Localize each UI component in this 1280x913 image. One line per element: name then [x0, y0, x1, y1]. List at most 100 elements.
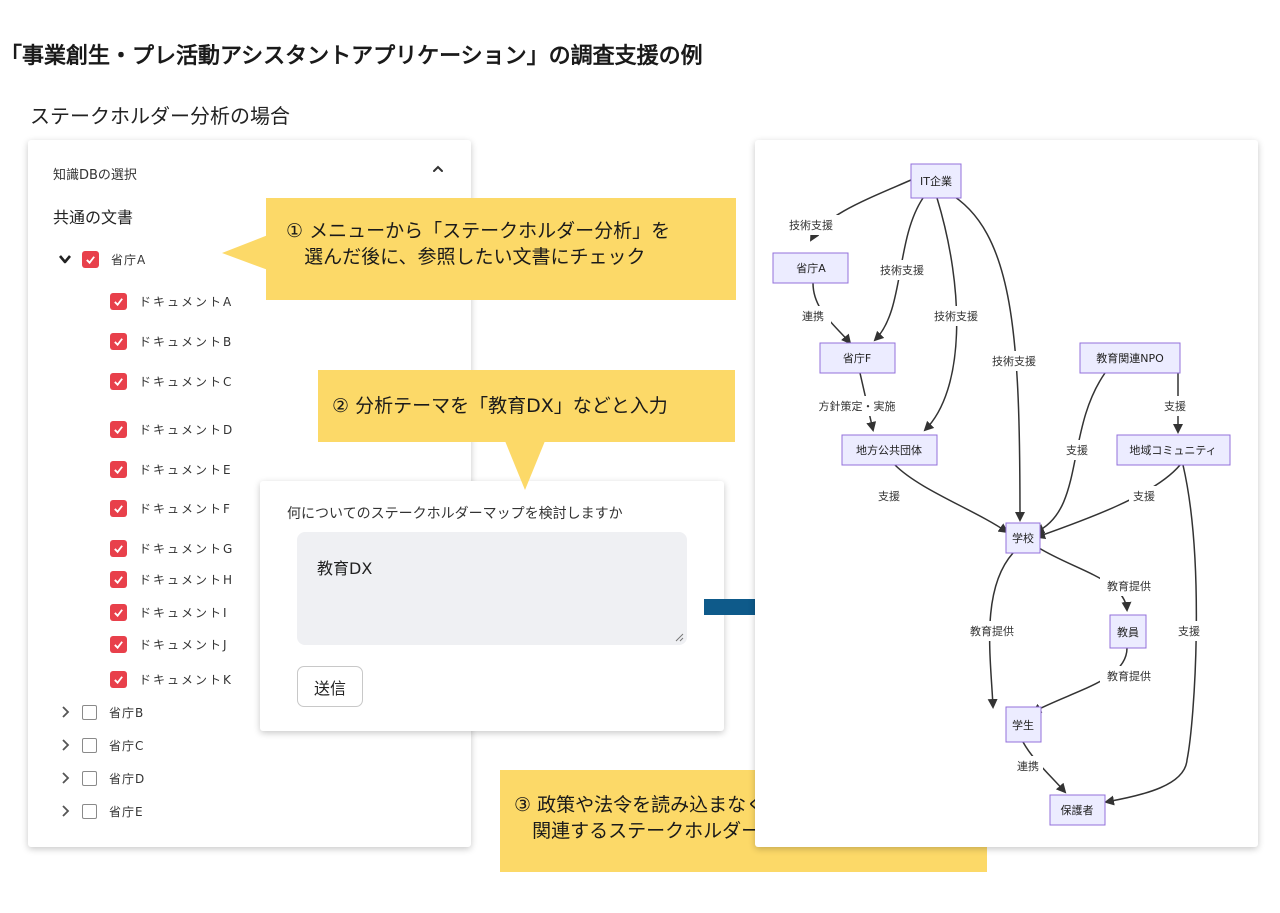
svg-text:保護者: 保護者	[1061, 803, 1094, 817]
db-selection-header: 知識DBの選択	[53, 168, 137, 183]
node-edu-npo[interactable]: 教育関連NPO	[1079, 342, 1181, 374]
edge-label: 支援	[1066, 443, 1088, 457]
node-student[interactable]: 学生	[1005, 706, 1042, 743]
tree-node-document[interactable]: ドキュメントG	[110, 537, 234, 559]
tree-label: ドキュメントB	[139, 334, 234, 349]
chevron-right-icon[interactable]	[58, 705, 72, 719]
edge-label: 教育提供	[1107, 579, 1151, 593]
callout-step-1: ① メニューから「ステークホルダー分析」を 選んだ後に、参照したい文書にチェック	[266, 198, 736, 300]
tree-node-document[interactable]: ドキュメントC	[110, 370, 233, 392]
edge-label: 連携	[1017, 759, 1039, 773]
checkmark-icon	[114, 544, 123, 553]
node-ministry-a[interactable]: 省庁A	[772, 252, 849, 284]
checkbox-checked[interactable]	[110, 332, 127, 350]
tree-node-document[interactable]: ドキュメントF	[110, 497, 232, 519]
svg-text:IT企業: IT企業	[920, 174, 952, 188]
checkmark-icon	[114, 297, 123, 306]
submit-button[interactable]: 送信	[297, 666, 363, 707]
checkmark-icon	[114, 640, 123, 649]
callout1-line2: 選んだ後に、参照したい文書にチェック	[286, 246, 646, 268]
chevron-up-icon[interactable]	[431, 162, 445, 176]
svg-text:地域コミュニティ: 地域コミュニティ	[1129, 444, 1216, 457]
tree-node-document[interactable]: ドキュメントA	[110, 290, 233, 312]
checkbox-checked[interactable]	[110, 635, 127, 653]
tree-node-document[interactable]: ドキュメントE	[110, 458, 233, 480]
tree-label: ドキュメントE	[139, 462, 233, 477]
checkbox-checked[interactable]	[110, 292, 127, 310]
edge-label: 支援	[1164, 399, 1186, 413]
tree-node-document[interactable]: ドキュメントK	[110, 668, 233, 690]
checkbox-checked[interactable]	[110, 670, 127, 688]
edge-school-teacher	[1038, 547, 1132, 612]
node-guardian[interactable]: 保護者	[1049, 794, 1106, 826]
chevron-right-icon[interactable]	[58, 804, 72, 818]
tree-node-ministry-collapsed[interactable]: 省庁B	[58, 701, 144, 723]
checkbox-unchecked[interactable]	[82, 803, 97, 819]
checkbox-checked[interactable]	[110, 372, 127, 390]
checkmark-icon	[114, 425, 123, 434]
resize-handle-icon[interactable]	[674, 632, 684, 642]
checkbox-unchecked[interactable]	[82, 704, 97, 720]
edge-local-school	[894, 464, 1009, 534]
page-title: 「事業創生・プレ活動アシスタントアプリケーション」の調査支援の例	[0, 44, 703, 69]
tree-node-document[interactable]: ドキュメントH	[110, 568, 234, 590]
tree-node-ministry-collapsed[interactable]: 省庁E	[58, 800, 144, 822]
theme-textarea[interactable]: 教育DX	[297, 532, 687, 645]
tree-label: ドキュメントA	[139, 294, 234, 309]
checkmark-icon	[114, 337, 123, 346]
node-it-company[interactable]: IT企業	[910, 163, 962, 199]
svg-text:教員: 教員	[1117, 626, 1139, 639]
checkbox-unchecked[interactable]	[82, 770, 97, 786]
tree-label: ドキュメントK	[139, 672, 233, 687]
tree-label: ドキュメントF	[139, 501, 232, 516]
tree-node-ministry-collapsed[interactable]: 省庁D	[58, 767, 145, 789]
edge-label: 教育提供	[970, 624, 1014, 638]
edge-label: 技術支援	[934, 309, 978, 323]
checkbox-checked[interactable]	[110, 603, 127, 621]
svg-text:教育関連NPO: 教育関連NPO	[1096, 351, 1164, 365]
tree-label: ドキュメントD	[139, 422, 235, 437]
chevron-right-icon[interactable]	[58, 771, 72, 785]
tree-node-ministry-collapsed[interactable]: 省庁C	[58, 734, 144, 756]
checkbox-checked[interactable]	[110, 539, 127, 557]
edge-label: 連携	[802, 309, 824, 323]
checkbox-checked[interactable]	[110, 460, 127, 478]
edge-it-school	[946, 191, 1025, 522]
edge-label: 方針策定・実施	[819, 399, 896, 413]
node-local-gov[interactable]: 地方公共団体	[841, 434, 938, 466]
callout3-line1: ③ 政策や法令を読み込まなくても、	[514, 794, 820, 816]
checkbox-checked[interactable]	[110, 499, 127, 517]
edge-label: 技術支援	[992, 354, 1036, 368]
page-subtitle: ステークホルダー分析の場合	[30, 104, 290, 128]
checkmark-icon	[114, 608, 123, 617]
tree-node-document[interactable]: ドキュメントJ	[110, 633, 229, 655]
tree-label: 省庁E	[109, 804, 144, 819]
svg-text:地方公共団体: 地方公共団体	[856, 443, 922, 457]
node-teacher[interactable]: 教員	[1109, 614, 1147, 649]
tree-node-document[interactable]: ドキュメントI	[110, 601, 229, 623]
tree-label: ドキュメントI	[139, 605, 229, 620]
chevron-down-icon[interactable]	[58, 252, 72, 266]
tree-node-document[interactable]: ドキュメントD	[110, 418, 234, 440]
svg-text:省庁A: 省庁A	[796, 261, 826, 275]
node-community[interactable]: 地域コミュニティ	[1116, 434, 1231, 466]
tree-node-ministry-a[interactable]: 省庁A	[58, 248, 146, 270]
chevron-right-icon[interactable]	[58, 738, 72, 752]
node-ministry-f[interactable]: 省庁F	[819, 342, 896, 374]
tree-node-document[interactable]: ドキュメントB	[110, 330, 233, 352]
checkmark-icon	[114, 575, 123, 584]
edge-label: 支援	[1178, 624, 1200, 638]
checkbox-checked[interactable]	[82, 250, 99, 268]
edge-label: 支援	[878, 489, 900, 503]
checkbox-unchecked[interactable]	[82, 737, 97, 753]
theme-input-panel: 何についてのステークホルダーマップを検討しますか 教育DX 送信	[260, 481, 724, 731]
stakeholder-graph: 技術支援 技術支援 技術支援 技術支援 連携 方針策定・実施 支援 支援 支援 …	[772, 163, 1231, 826]
checkbox-checked[interactable]	[110, 570, 127, 588]
stakeholder-map-panel: 技術支援 技術支援 技術支援 技術支援 連携 方針策定・実施 支援 支援 支援 …	[755, 140, 1258, 847]
checkmark-icon	[86, 255, 95, 264]
node-school[interactable]: 学校	[1005, 522, 1041, 554]
checkbox-checked[interactable]	[110, 420, 127, 438]
tree-label: 省庁B	[109, 705, 145, 720]
graph-nodes: IT企業 省庁A 省庁F 教育関連NPO 地方公共団体 地域コミュニティ 学校 …	[772, 163, 1231, 826]
textarea-value: 教育DX	[317, 559, 373, 578]
